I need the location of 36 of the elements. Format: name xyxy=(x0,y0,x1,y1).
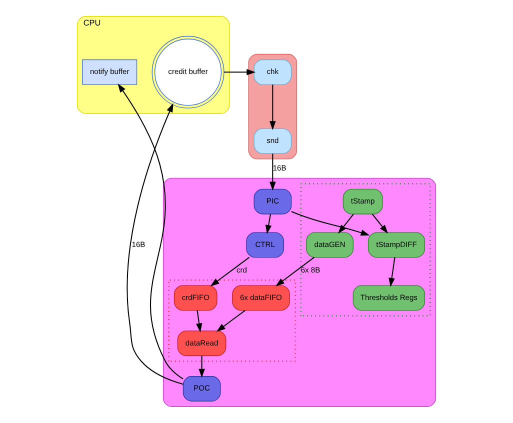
arrow xyxy=(276,256,314,286)
cluster xyxy=(162,178,436,407)
node-box: Thresholds Regs xyxy=(352,285,426,311)
arrow xyxy=(216,310,246,332)
cluster xyxy=(300,183,431,316)
node-box: PIC xyxy=(254,188,292,214)
node-box: notify buffer xyxy=(82,59,138,85)
arrow xyxy=(198,356,205,378)
edge-label: 16B xyxy=(272,163,286,172)
cluster xyxy=(248,54,298,160)
arrow xyxy=(126,103,184,385)
arrow xyxy=(265,214,272,234)
node-box: snd xyxy=(254,128,292,154)
arrow xyxy=(224,69,256,76)
node-box: crdFIFO xyxy=(174,285,218,311)
arrow xyxy=(196,310,202,332)
arrow xyxy=(388,257,396,287)
node-box: dataGEN xyxy=(306,232,354,258)
node-box: 6x dataFIFO xyxy=(232,285,290,311)
arrow xyxy=(291,211,370,236)
node-box: CTRL xyxy=(246,232,284,258)
node-box: dataRead xyxy=(177,330,226,356)
arrow xyxy=(270,154,276,191)
arrow xyxy=(270,84,276,130)
node-box: tStamp xyxy=(342,188,383,214)
arrow xyxy=(338,214,354,234)
node-circle: credit buffer xyxy=(152,36,224,108)
edge-label: 16B xyxy=(132,240,146,249)
arrow xyxy=(118,84,184,380)
node-box: tStampDIFF xyxy=(368,232,426,258)
edge-label: crd xyxy=(236,265,247,274)
node-box: chk xyxy=(254,59,292,85)
node-box: POC xyxy=(182,376,221,402)
arrow xyxy=(372,214,388,234)
edge-label: 6x 8B xyxy=(300,265,320,274)
arrow xyxy=(210,256,250,286)
